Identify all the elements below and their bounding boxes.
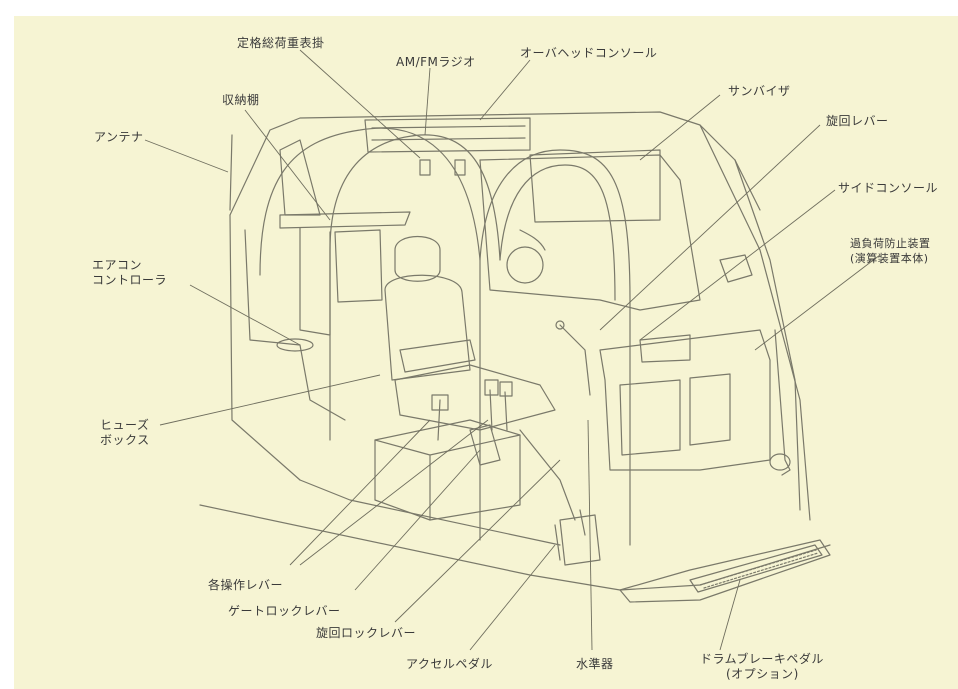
accelerator-rod	[519, 429, 576, 521]
leader-overhead	[479, 59, 531, 121]
lever-1	[431, 394, 449, 441]
lever-3	[499, 381, 513, 431]
label-drum-brake-line1: ドラムブレーキペダル	[700, 652, 824, 666]
antenna-rod	[229, 134, 233, 211]
label-operating-levers: 各操作レバー	[208, 578, 284, 592]
label-level-gauge: 水準器	[576, 657, 614, 671]
leader-aircon	[189, 284, 301, 346]
lever-console	[374, 419, 521, 521]
level-gauge-body	[554, 509, 586, 561]
leader-level	[587, 419, 593, 651]
seat-armrest	[399, 339, 476, 373]
label-swing-lock-lever: 旋回ロックレバー	[316, 626, 417, 640]
label-drum-brake-line2: (オプション)	[726, 667, 799, 681]
leader-radio	[424, 67, 431, 136]
sun-visor	[529, 149, 661, 223]
label-gate-lock-lever: ゲートロックレバー	[228, 604, 341, 618]
leader-side-console	[639, 189, 836, 341]
seat-back	[384, 274, 471, 381]
label-antenna: アンテナ	[94, 130, 144, 144]
aircon-vent	[276, 338, 314, 352]
label-storage-shelf: 収納棚	[222, 93, 260, 107]
dome-light	[506, 246, 544, 284]
leader-rated-load	[299, 49, 421, 159]
leader-overload	[754, 254, 881, 351]
grab-handle	[774, 329, 791, 476]
accelerator-pedal	[559, 514, 601, 566]
seat-headrest	[394, 236, 441, 282]
leader-fuse	[159, 374, 381, 426]
cab-floor-edge	[199, 504, 831, 591]
label-rated-load-display: 定格総荷重表掛	[237, 36, 325, 50]
label-side-console: サイドコンソール	[838, 181, 939, 195]
leader-gate-lock	[354, 449, 481, 591]
left-cabinet	[299, 227, 331, 336]
label-overload-line1: 過負荷防止装置	[850, 237, 931, 250]
aircon-box	[334, 229, 383, 303]
leader-accelerator	[469, 544, 556, 651]
leader-sun-visor	[639, 94, 721, 161]
label-overload-line2: (演算装置本体)	[850, 252, 929, 265]
swing-lever-shaft	[559, 324, 591, 396]
label-sun-visor: サンバイザ	[728, 84, 791, 98]
seat-cushion	[394, 364, 556, 431]
cab-base-step	[619, 539, 831, 603]
side-console	[599, 329, 771, 471]
label-aircon-line1: エアコン	[92, 258, 143, 272]
storage-shelf	[279, 211, 411, 229]
label-accelerator-pedal: アクセルペダル	[406, 657, 493, 671]
label-swing-lever: 旋回レバー	[826, 114, 889, 128]
gate-lock	[469, 424, 501, 466]
cab-front-frame	[734, 159, 801, 511]
door-frame	[259, 127, 481, 541]
leader-storage	[244, 109, 331, 221]
page-margin-top	[0, 0, 958, 16]
leader-swing-lock	[394, 459, 561, 623]
leader-swing-lever	[599, 124, 821, 331]
leader-antenna	[144, 139, 229, 173]
label-fuse-line2: ボックス	[100, 433, 150, 447]
leader-levers	[289, 419, 489, 566]
label-overhead-console: オーバヘッドコンソール	[520, 46, 658, 60]
overload-device	[639, 334, 691, 363]
cab-floor-back	[299, 479, 561, 546]
drum-brake-grate	[689, 544, 823, 593]
side-mirror	[719, 254, 753, 283]
leader-drum-brake	[719, 579, 741, 651]
label-aircon-line2: コントローラ	[92, 273, 168, 287]
page-margin-left	[0, 0, 14, 689]
label-fuse-line1: ヒューズ	[100, 418, 150, 432]
cab-rear-wall	[229, 214, 301, 481]
cab-right-pillar	[699, 124, 811, 521]
lever-2	[484, 379, 499, 431]
label-radio: AM/FMラジオ	[396, 55, 476, 69]
cab-left-window	[279, 139, 321, 216]
front-window-frame	[479, 154, 701, 311]
overhead-console	[364, 117, 531, 153]
